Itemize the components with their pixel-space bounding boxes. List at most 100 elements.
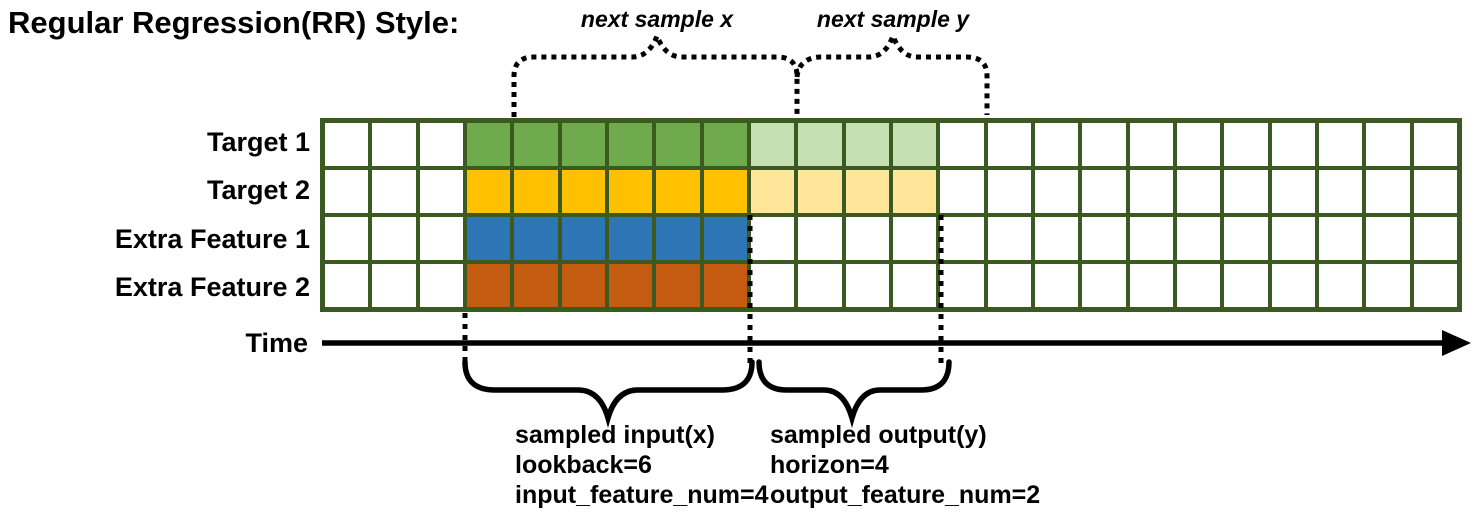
cell-r4-c15 <box>987 264 1031 307</box>
cell-r4-c19 <box>1176 264 1221 307</box>
cell-r1-c19 <box>1176 123 1221 166</box>
cell-r1-c20 <box>1224 123 1268 166</box>
cell-r4-c8 <box>656 264 700 307</box>
cell-r3-c16 <box>1034 217 1079 260</box>
cell-r3-c14 <box>940 217 984 260</box>
cell-r4-c16 <box>1034 264 1079 307</box>
cell-r2-c9 <box>703 170 747 213</box>
cell-r2-c18 <box>1129 170 1173 213</box>
cell-r1-c5 <box>514 123 558 166</box>
page-title: Regular Regression(RR) Style: <box>8 5 460 40</box>
cell-r3-c6 <box>561 217 605 260</box>
cell-r3-c9 <box>703 217 747 260</box>
cell-r2-c8 <box>656 170 700 213</box>
cell-r1-c1 <box>325 123 369 166</box>
cell-r4-c17 <box>1082 264 1126 307</box>
cell-r3-c11 <box>798 217 842 260</box>
cell-r1-c10 <box>750 123 795 166</box>
time-arrow-head <box>1442 330 1471 356</box>
cell-r2-c19 <box>1176 170 1221 213</box>
cell-r2-c10 <box>750 170 795 213</box>
cell-r4-c24 <box>1413 264 1457 307</box>
cell-r3-c17 <box>1082 217 1126 260</box>
sampled-output-annotation: sampled output(y) horizon=4 output_featu… <box>770 420 1040 510</box>
cell-r1-c12 <box>845 123 889 166</box>
cell-r3-c10 <box>750 217 795 260</box>
cell-r3-c15 <box>987 217 1031 260</box>
cell-r3-c22 <box>1318 217 1363 260</box>
next-sample-y-label: next sample y <box>816 6 970 32</box>
time-axis-label: Time <box>245 328 308 358</box>
brace-sampled-output <box>756 359 952 428</box>
cell-r3-c3 <box>419 217 463 260</box>
cell-r2-c17 <box>1082 170 1126 213</box>
sampled-output-title: sampled output(y) <box>770 421 987 449</box>
cell-r1-c6 <box>561 123 605 166</box>
next-sample-x-label: next sample x <box>580 6 734 32</box>
cell-r2-c7 <box>608 170 653 213</box>
cell-r1-c7 <box>608 123 653 166</box>
cell-r3-c12 <box>845 217 889 260</box>
cell-r1-c18 <box>1129 123 1173 166</box>
cell-r2-c2 <box>372 170 416 213</box>
output-feature-num-value: output_feature_num=2 <box>770 481 1041 509</box>
cell-r4-c5 <box>514 264 558 307</box>
cell-r1-c9 <box>703 123 747 166</box>
cell-r3-c24 <box>1413 217 1457 260</box>
cell-r1-c8 <box>656 123 700 166</box>
input-feature-num-value: input_feature_num=4 <box>515 481 769 509</box>
cell-r2-c21 <box>1271 170 1315 213</box>
cell-r2-c24 <box>1413 170 1457 213</box>
timeseries-grid <box>320 118 1462 312</box>
cell-r3-c18 <box>1129 217 1173 260</box>
cell-r1-c16 <box>1034 123 1079 166</box>
cell-r4-c13 <box>892 264 937 307</box>
cell-r1-c24 <box>1413 123 1457 166</box>
cell-r4-c14 <box>940 264 984 307</box>
cell-r3-c23 <box>1366 217 1410 260</box>
cell-r1-c21 <box>1271 123 1315 166</box>
cell-r4-c1 <box>325 264 369 307</box>
horizon-value: horizon=4 <box>770 451 889 479</box>
cell-r1-c4 <box>466 123 511 166</box>
cell-r1-c11 <box>798 123 842 166</box>
cell-r1-c14 <box>940 123 984 166</box>
cell-r3-c21 <box>1271 217 1315 260</box>
cell-r1-c2 <box>372 123 416 166</box>
row-label-target-2: Target 2 <box>206 175 310 206</box>
cell-r3-c7 <box>608 217 653 260</box>
brace-sampled-input <box>462 359 755 428</box>
cell-r3-c13 <box>892 217 937 260</box>
sampled-input-annotation: sampled input(x) lookback=6 input_featur… <box>515 420 769 510</box>
cell-r3-c5 <box>514 217 558 260</box>
row-label-target-1: Target 1 <box>206 126 310 157</box>
cell-r1-c13 <box>892 123 937 166</box>
cell-r4-c2 <box>372 264 416 307</box>
cell-r4-c22 <box>1318 264 1363 307</box>
cell-r1-c3 <box>419 123 463 166</box>
cell-r2-c14 <box>940 170 984 213</box>
cell-r4-c7 <box>608 264 653 307</box>
cell-r2-c23 <box>1366 170 1410 213</box>
cell-r4-c9 <box>703 264 747 307</box>
cell-r3-c2 <box>372 217 416 260</box>
cell-r4-c23 <box>1366 264 1410 307</box>
cell-r4-c12 <box>845 264 889 307</box>
cell-r2-c22 <box>1318 170 1363 213</box>
cell-r2-c4 <box>466 170 511 213</box>
row-labels: Target 1 Target 2 Extra Feature 1 Extra … <box>0 118 310 312</box>
cell-r3-c1 <box>325 217 369 260</box>
cell-r1-c15 <box>987 123 1031 166</box>
cell-r2-c11 <box>798 170 842 213</box>
cell-r3-c4 <box>466 217 511 260</box>
cell-r1-c17 <box>1082 123 1126 166</box>
lookback-value: lookback=6 <box>515 451 652 479</box>
cell-r2-c1 <box>325 170 369 213</box>
cell-r1-c23 <box>1366 123 1410 166</box>
cell-r4-c20 <box>1224 264 1268 307</box>
cell-r2-c3 <box>419 170 463 213</box>
cell-r2-c12 <box>845 170 889 213</box>
cell-r4-c3 <box>419 264 463 307</box>
